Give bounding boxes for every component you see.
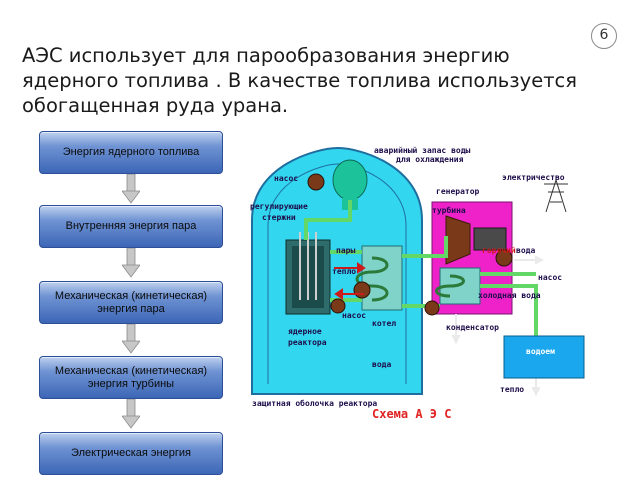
- label-protective-shell: защитная оболочка реактора: [252, 398, 377, 408]
- slide-heading: АЭС использует для парообразования энерг…: [22, 44, 578, 117]
- flow-step-steam-internal-energy: Внутренняя энергия пара: [39, 205, 223, 248]
- label-pump-right: насос: [538, 273, 562, 282]
- label-water: вода: [516, 246, 535, 255]
- label-hot-steam: горячий: [482, 246, 516, 255]
- flow-arrow-down-icon: [122, 174, 140, 204]
- transmission-tower-icon: [544, 178, 568, 213]
- label-control-rods-1: регулирующие: [250, 202, 308, 211]
- label-core-2: реактора: [288, 338, 327, 347]
- pump-right-icon: [495, 249, 513, 267]
- flow-step-electrical-energy: Электрическая энергия: [39, 432, 223, 475]
- pump-mid-icon: [353, 281, 371, 299]
- steam-generator: [361, 245, 403, 311]
- containment-building: [251, 146, 423, 395]
- reservoir: [503, 335, 585, 379]
- label-emergency-water: аварийный запас воды: [374, 146, 471, 155]
- flow-step-nuclear-fuel-energy: Энергия ядерного топлива: [39, 131, 223, 174]
- flow-arrow-down-icon: [122, 399, 140, 429]
- label-heat-out: тепло: [500, 385, 524, 394]
- label-core-1: ядерное: [288, 327, 322, 336]
- label-boiler: котел: [372, 319, 396, 328]
- label-water-low: вода: [372, 360, 391, 369]
- label-generator: генератор: [436, 187, 480, 196]
- label-steam: пары: [336, 246, 355, 255]
- diagram-caption: Схема А Э С: [372, 407, 451, 421]
- label-heat: тепло: [332, 267, 356, 276]
- heat-arrows: [334, 262, 366, 300]
- label-condenser: конденсатор: [446, 323, 499, 332]
- flow-step-turbine-kinetic-energy: Механическая (кинетическая) энергия турб…: [39, 356, 223, 399]
- label-electricity: электричество: [502, 173, 565, 182]
- flow-arrow-down-icon: [122, 248, 140, 278]
- slide-number: 6: [591, 23, 617, 49]
- flow-step-steam-kinetic-energy: Механическая (кинетическая) энергия пара: [39, 281, 223, 324]
- label-pump-mid: насос: [342, 311, 366, 320]
- label-cold-water: холодная вода: [478, 291, 541, 300]
- label-pump-top: насос: [274, 174, 298, 183]
- generator: [473, 227, 507, 251]
- label-reservoir: водоем: [526, 347, 555, 356]
- npp-diagram: аварийный запас воды для охлаждения насо…: [250, 146, 585, 421]
- label-control-rods-2: стержни: [262, 213, 296, 222]
- label-turbine: турбина: [432, 205, 466, 215]
- emergency-water-tank: [332, 159, 368, 201]
- coolant-pipes: [304, 200, 538, 336]
- pump-cond-icon: [424, 300, 440, 316]
- label-for-cooling: для охлаждения: [396, 155, 464, 164]
- pump-top-icon: [307, 173, 325, 191]
- pump-left-icon: [330, 298, 346, 314]
- flow-arrow-down-icon: [122, 324, 140, 354]
